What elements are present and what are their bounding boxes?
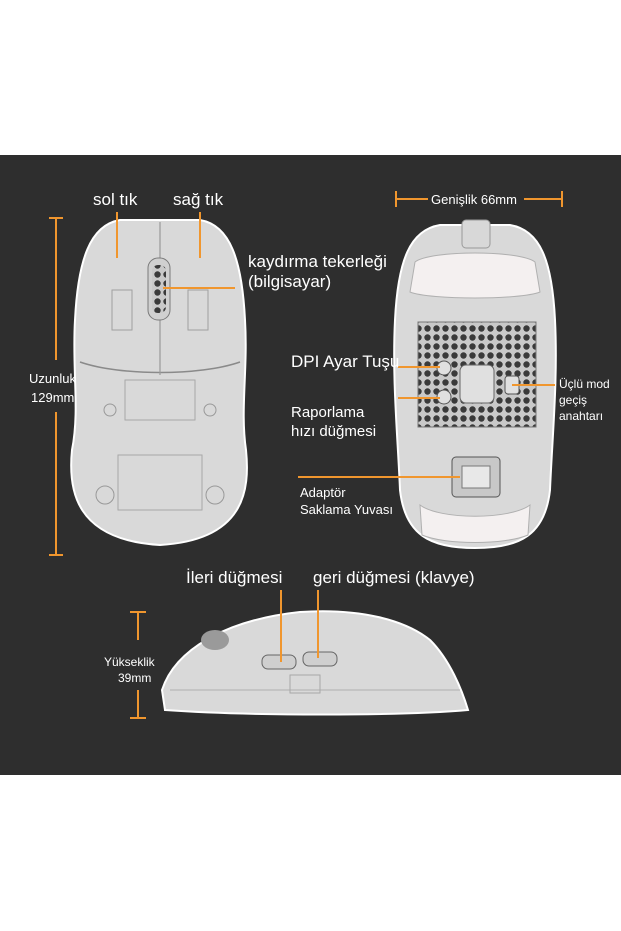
mouse-side-view <box>160 610 470 716</box>
dpi-button-label: DPI Ayar Tuşu <box>291 352 400 371</box>
length-value: 129mm <box>31 390 75 405</box>
mouse-top-view <box>70 219 248 547</box>
width-label: Genişlik 66mm <box>431 192 517 207</box>
scroll-wheel-sublabel: (bilgisayar) <box>248 272 332 291</box>
scroll-wheel-label: kaydırma tekerleği <box>248 252 387 271</box>
mode-switch-sublabel-1: geçiş <box>559 393 588 407</box>
polling-rate-sublabel: hızı düğmesi <box>291 423 377 440</box>
back-button-label: geri düğmesi (klavye) <box>313 568 475 587</box>
adapter-slot-label: Adaptör <box>300 485 346 500</box>
adapter-slot-sublabel: Saklama Yuvası <box>300 502 393 517</box>
mode-switch-sublabel-2: anahtarı <box>559 409 604 423</box>
left-click-label: sol tık <box>93 190 138 209</box>
right-click-label: sağ tık <box>173 190 224 209</box>
forward-button-label: İleri düğmesi <box>186 568 283 587</box>
mouse-bottom-view <box>393 219 557 550</box>
length-label: Uzunluk <box>29 371 76 386</box>
polling-rate-label: Raporlama <box>291 404 365 421</box>
height-label: Yükseklik <box>104 655 155 669</box>
height-value: 39mm <box>118 671 152 685</box>
mode-switch-label: Üçlü mod <box>559 377 610 391</box>
